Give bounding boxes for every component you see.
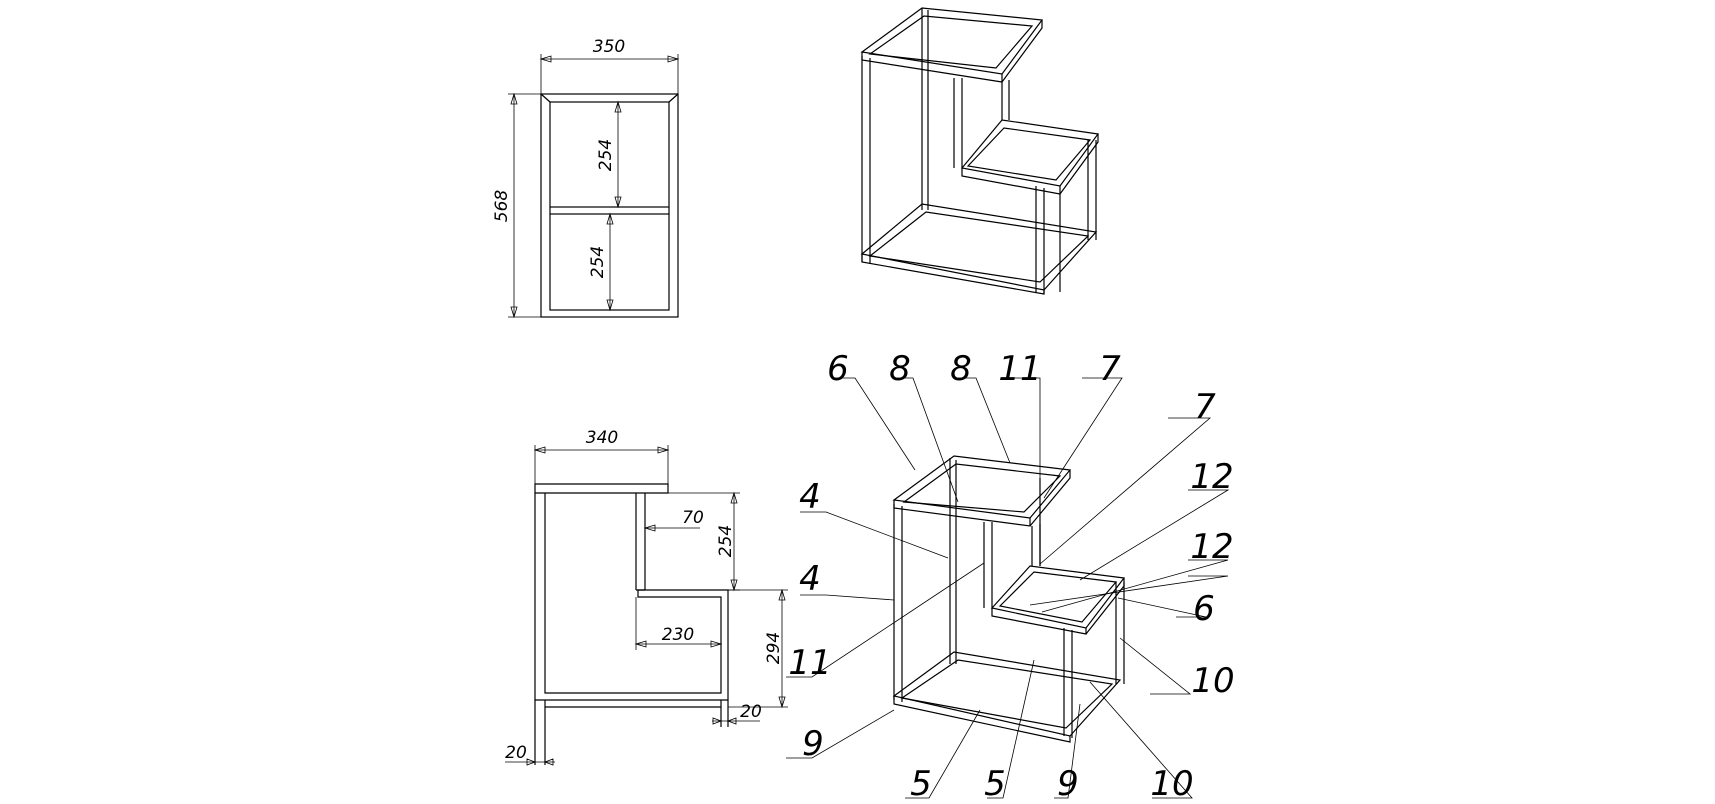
callout-5-a: 5 <box>910 764 932 804</box>
callout-4-a: 4 <box>799 477 821 517</box>
callout-12-b: 12 <box>1190 527 1233 567</box>
callout-11-top: 11 <box>998 349 1041 389</box>
callout-8-b: 8 <box>950 349 972 389</box>
side-step-depth-dim: 230 <box>662 625 694 645</box>
side-tube-right-dim: 20 <box>740 702 762 722</box>
callout-9-bottom: 9 <box>1057 764 1079 804</box>
front-upper-opening-dim: 254 <box>596 139 616 171</box>
side-upper-height-dim: 254 <box>716 525 736 557</box>
front-width-dim: 350 <box>593 37 625 57</box>
callout-7-top: 7 <box>1099 349 1121 389</box>
side-lower-height-dim: 294 <box>764 632 784 664</box>
front-height-dim: 568 <box>492 190 512 223</box>
callout-9-left: 9 <box>802 724 824 764</box>
callout-12-a: 12 <box>1190 457 1233 497</box>
callout-8-a: 8 <box>889 349 911 389</box>
callout-10-right: 10 <box>1191 661 1234 701</box>
callout-6-top: 6 <box>827 349 849 389</box>
callout-4-b: 4 <box>799 559 821 599</box>
side-tube-left-dim: 20 <box>505 743 527 763</box>
callout-5-b: 5 <box>984 764 1006 804</box>
iso-view-bottom <box>892 455 1126 743</box>
callout-11-left: 11 <box>788 643 831 683</box>
iso-view-top <box>860 7 1100 295</box>
callout-7-right: 7 <box>1194 387 1216 427</box>
front-view <box>508 54 680 319</box>
callout-10-bottom: 10 <box>1150 764 1193 804</box>
callout-leaders <box>786 377 1230 799</box>
side-top-width-dim: 340 <box>586 428 618 448</box>
side-offset-dim: 70 <box>682 508 704 528</box>
front-lower-opening-dim: 254 <box>588 246 608 278</box>
callout-6-right: 6 <box>1193 589 1215 629</box>
side-view <box>505 445 788 766</box>
